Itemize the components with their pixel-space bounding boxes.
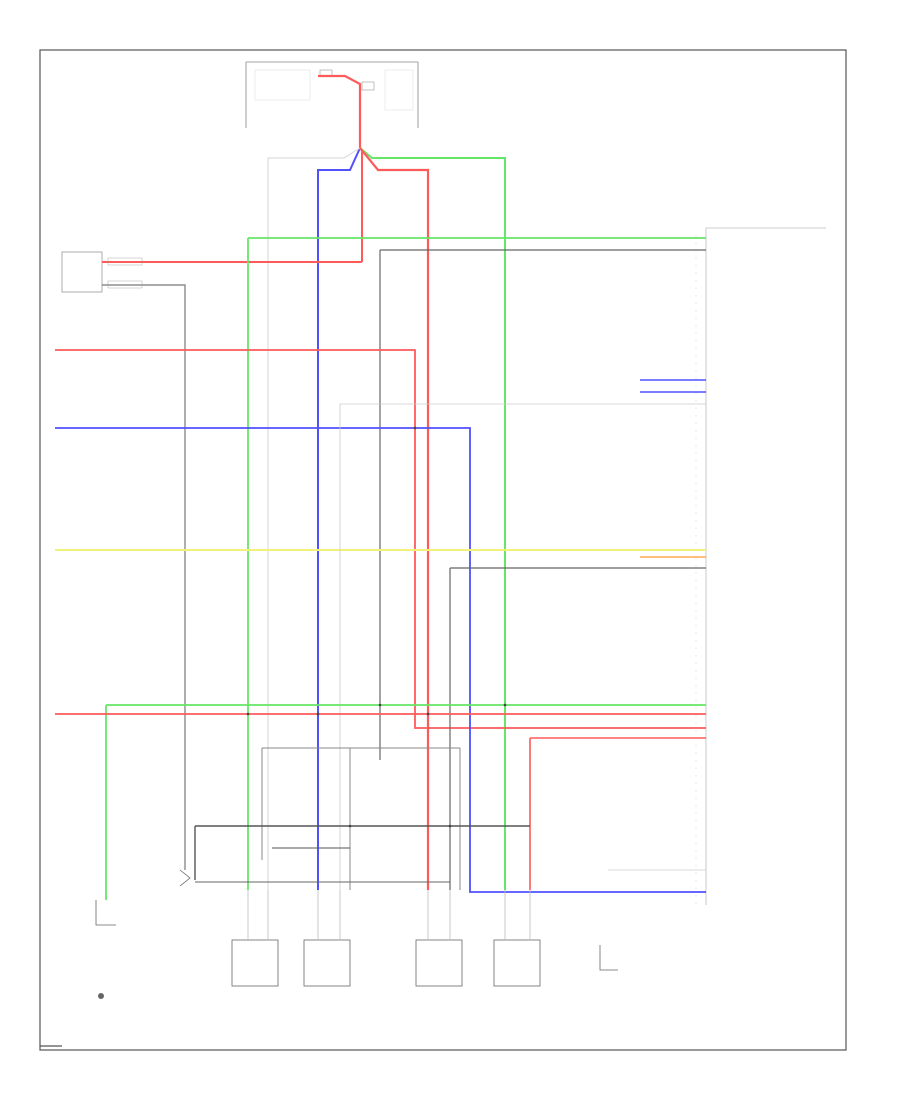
sensor-symbols — [95, 869, 618, 999]
splice-wires — [267, 74, 506, 890]
ecm-connector — [695, 227, 826, 905]
top-fuse-box — [245, 61, 419, 128]
wire-splices — [246, 426, 507, 828]
left-sensor-connector — [61, 150, 363, 870]
harness-wires — [55, 237, 706, 900]
ignition-coil-connectors — [231, 890, 541, 987]
diagram-frame — [39, 49, 847, 1051]
